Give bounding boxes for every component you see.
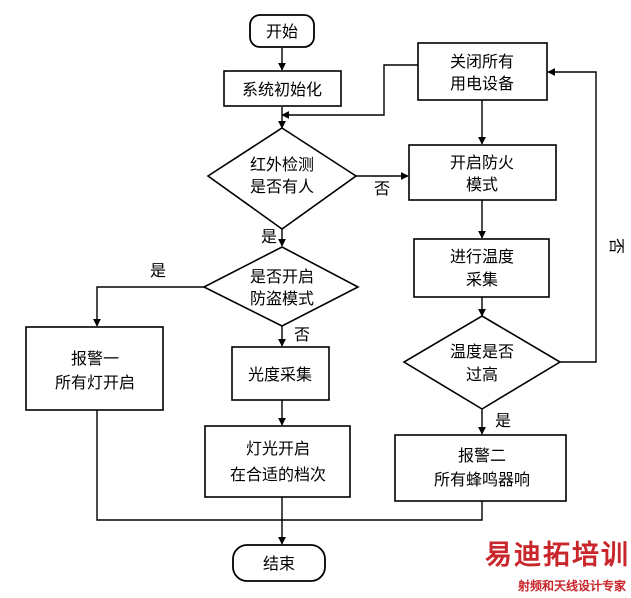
- watermark: 易迪拓培训 射频和天线设计专家: [485, 540, 630, 593]
- edge-alarm2-merge: [282, 501, 483, 521]
- watermark-subtitle: 射频和天线设计专家: [517, 578, 627, 593]
- node-alarm2-line1: 报警二: [458, 446, 506, 465]
- edge-closeall-loop: [281, 64, 418, 119]
- node-close-all-line2: 用电设备: [450, 74, 514, 93]
- edge-labels: 是 否 是 否 是 否: [150, 179, 626, 430]
- decision-ir-check: 红外检测 是否有人: [206, 127, 358, 230]
- node-alarm1-line2: 所有灯开启: [55, 373, 135, 392]
- decision-ir-check-line2: 是否有人: [250, 177, 314, 196]
- edge-label-temp-yes: 是: [495, 411, 511, 430]
- edge-label-theft-yes: 是: [150, 261, 166, 280]
- decision-anti-theft-line1: 是否开启: [250, 267, 314, 286]
- node-close-all-line1: 关闭所有: [450, 52, 514, 71]
- edge-alarm1-merge: [96, 410, 282, 521]
- node-light-on-line1: 灯光开启: [246, 439, 310, 458]
- node-fire-mode-line2: 模式: [466, 175, 498, 194]
- node-light-collect-label: 光度采集: [248, 365, 312, 384]
- edge-theft-yes: [93, 286, 204, 327]
- node-alarm2-line2: 所有蜂鸣器响: [434, 470, 530, 489]
- edge-tempcheck-no: [547, 68, 597, 363]
- node-light-collect: 光度采集: [231, 346, 330, 401]
- edge-label-temp-no: 否: [607, 238, 626, 254]
- node-alarm2: 报警二 所有蜂鸣器响: [394, 434, 567, 502]
- node-alarm1-line1: 报警一: [71, 349, 119, 368]
- node-alarm1: 报警一 所有灯开启: [25, 326, 164, 411]
- decision-anti-theft: 是否开启 防盗模式: [202, 246, 360, 327]
- node-temp-collect-line2: 采集: [466, 270, 498, 289]
- watermark-logo-text: 易迪拓培训: [485, 540, 630, 571]
- node-init: 系统初始化: [223, 70, 342, 107]
- node-start-label: 开始: [266, 22, 298, 41]
- node-end-label: 结束: [263, 554, 295, 573]
- node-close-all: 关闭所有 用电设备: [417, 42, 548, 101]
- edges: [93, 48, 597, 545]
- edge-label-ir-yes: 是: [261, 227, 277, 246]
- node-init-label: 系统初始化: [242, 80, 322, 99]
- decision-temp-high-line2: 过高: [466, 365, 498, 384]
- node-fire-mode-line1: 开启防火: [450, 153, 514, 172]
- node-temp-collect-line1: 进行温度: [450, 247, 514, 266]
- node-light-on-line2: 在合适的档次: [230, 465, 326, 484]
- decision-temp-high-line1: 温度是否: [450, 342, 514, 361]
- node-light-on: 灯光开启 在合适的档次: [204, 425, 351, 498]
- node-temp-collect: 进行温度 采集: [413, 238, 550, 298]
- node-start: 开始: [249, 14, 315, 48]
- decision-ir-check-line1: 红外检测: [250, 155, 314, 174]
- edge-label-ir-no: 否: [374, 179, 390, 198]
- decision-temp-high: 温度是否 过高: [402, 315, 562, 410]
- node-end: 结束: [232, 544, 326, 582]
- edge-label-theft-no: 否: [294, 325, 310, 344]
- node-fire-mode: 开启防火 模式: [408, 144, 557, 201]
- decision-anti-theft-line2: 防盗模式: [250, 289, 314, 308]
